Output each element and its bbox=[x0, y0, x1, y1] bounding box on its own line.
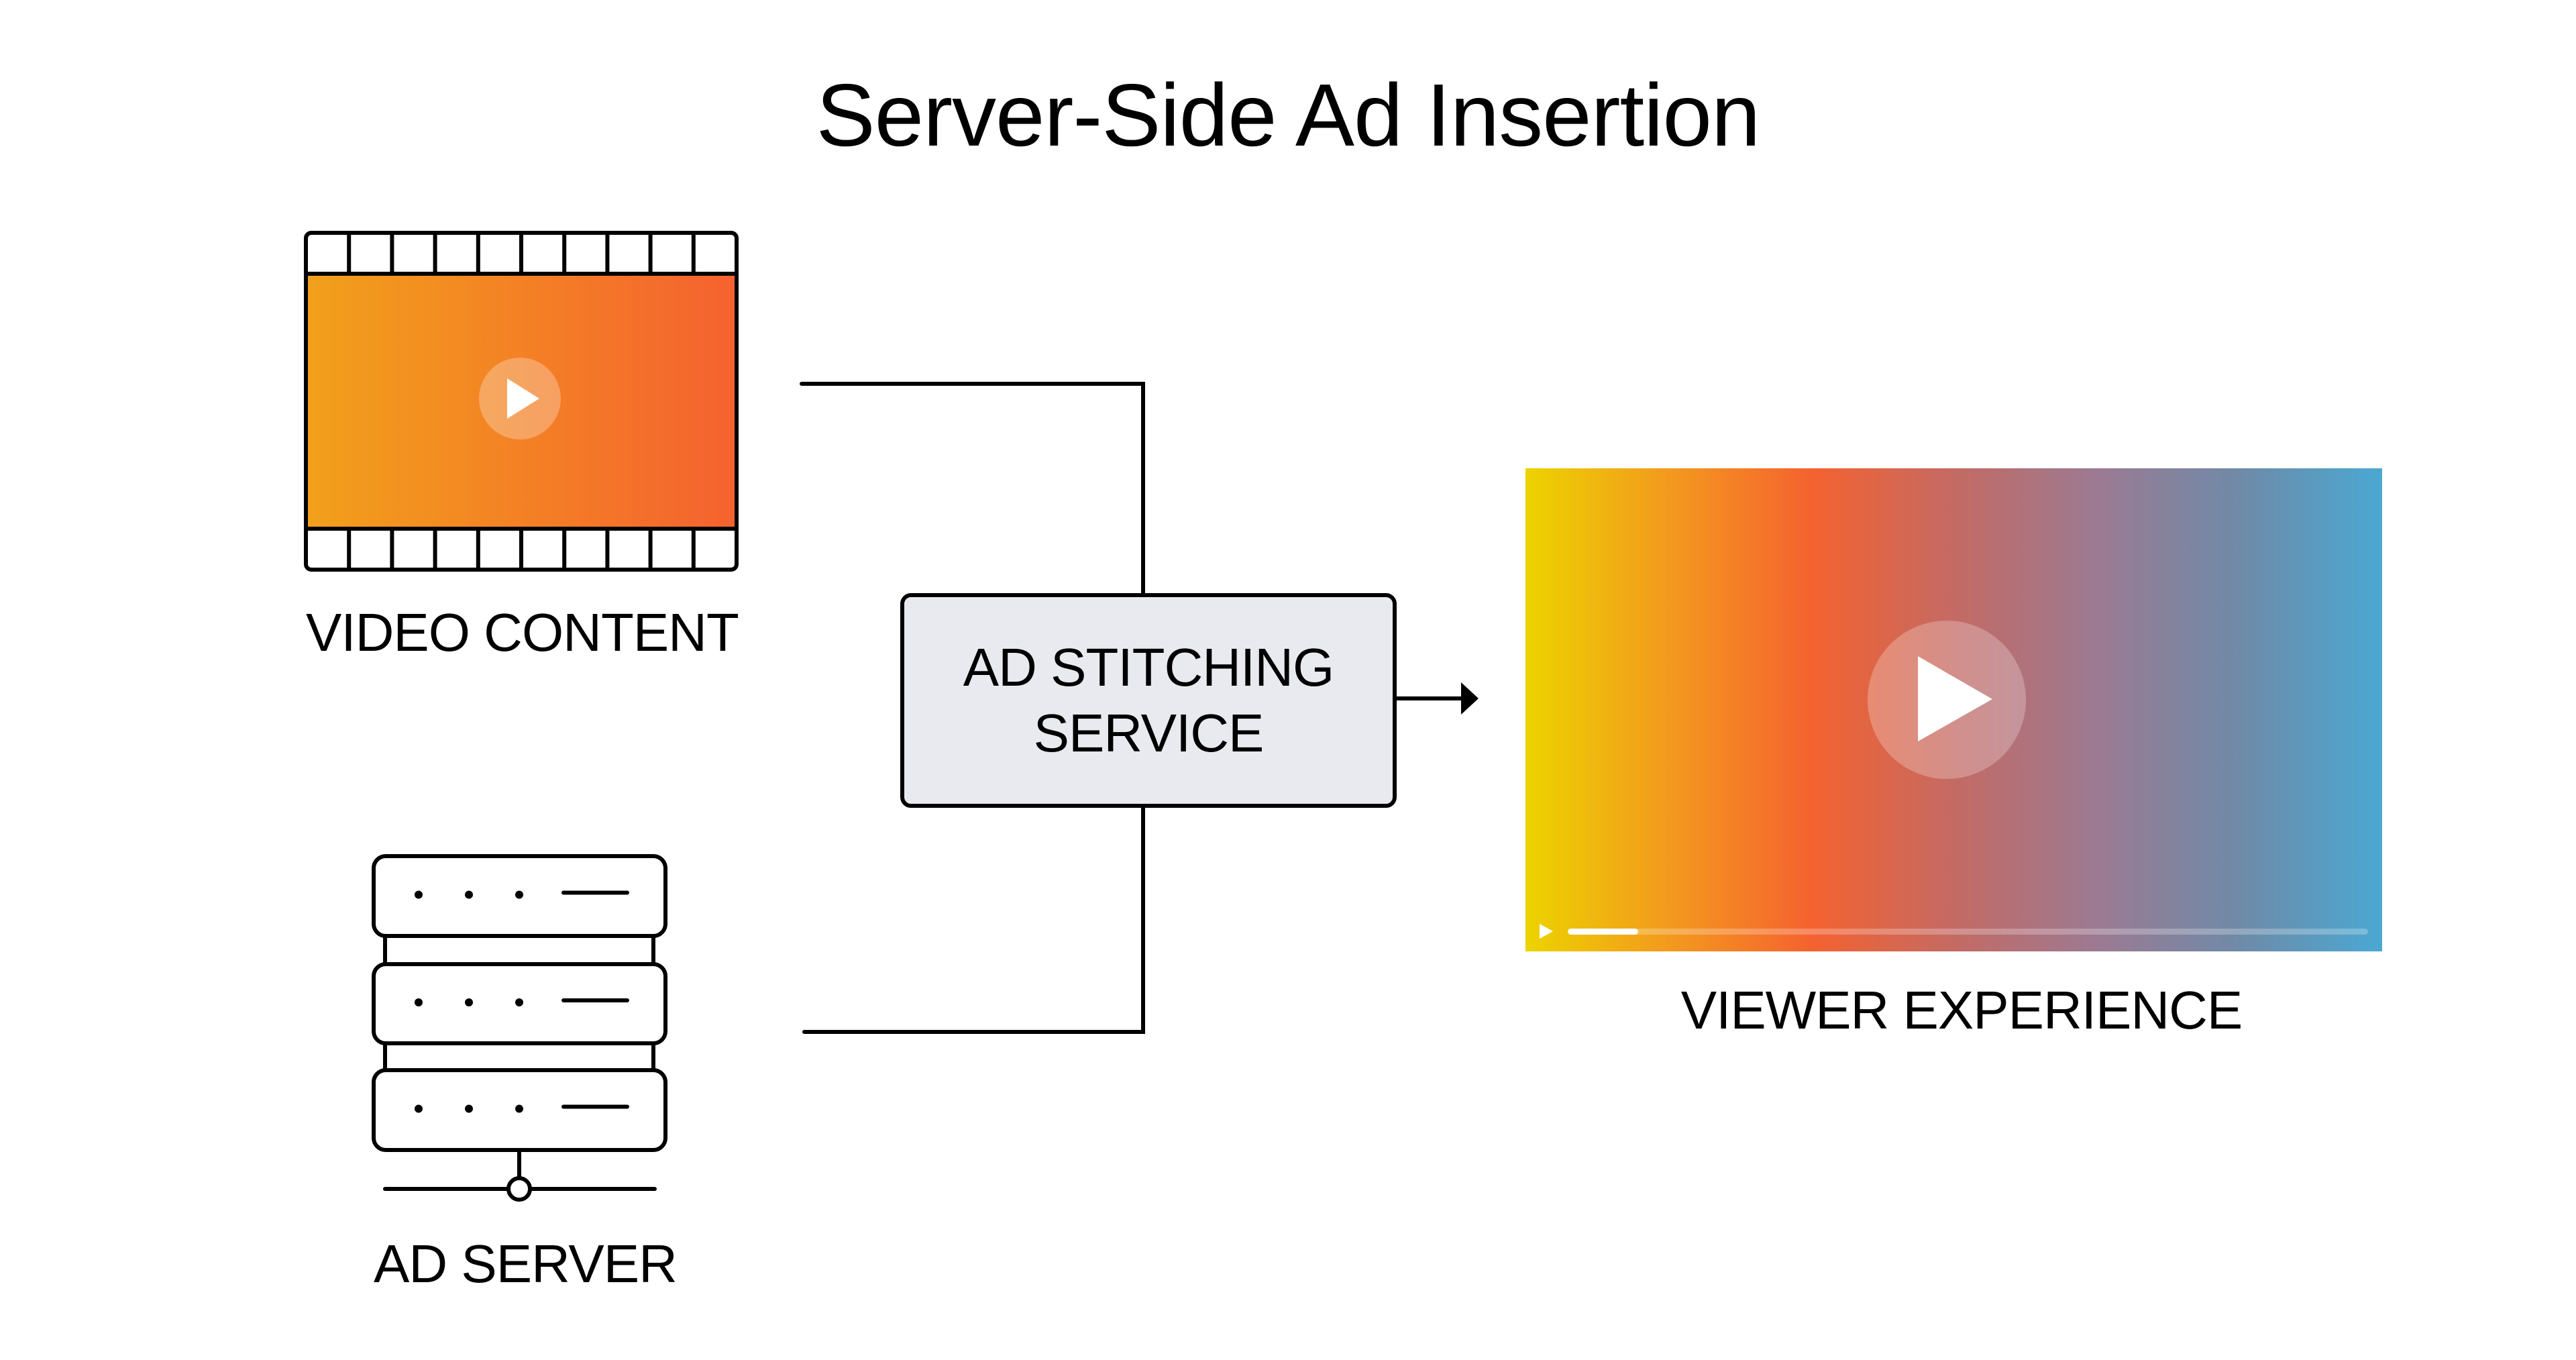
film-sprockets-bottom bbox=[347, 529, 696, 570]
video-content-label: VIDEO CONTENT bbox=[306, 603, 739, 662]
arrow-head-icon bbox=[1461, 682, 1479, 715]
status-light-icon bbox=[515, 1104, 523, 1113]
film-sprockets-top bbox=[347, 233, 696, 274]
status-light-icon bbox=[515, 998, 523, 1006]
diagram-title: Server-Side Ad Insertion bbox=[816, 66, 1761, 164]
film-strip-icon bbox=[304, 231, 739, 572]
connector-adserver-to-service bbox=[802, 806, 1145, 1034]
status-light-icon bbox=[465, 1104, 473, 1113]
play-button[interactable] bbox=[1868, 621, 2026, 779]
progress-track[interactable] bbox=[1568, 929, 2368, 935]
viewer-experience-label: VIEWER EXPERIENCE bbox=[1680, 980, 2243, 1040]
service-label-line1: AD STITCHING bbox=[963, 637, 1334, 697]
ad-stitching-service-box: AD STITCHING SERVICE bbox=[900, 593, 1397, 808]
status-light-icon bbox=[415, 998, 423, 1006]
server-rack-icon bbox=[372, 854, 667, 1202]
ad-server-label: AD SERVER bbox=[374, 1234, 678, 1294]
server-unit bbox=[372, 854, 667, 938]
arrow-service-to-viewer bbox=[1397, 682, 1479, 715]
status-light-icon bbox=[415, 890, 423, 899]
status-light-icon bbox=[515, 890, 523, 899]
play-icon bbox=[1918, 656, 1992, 741]
play-icon bbox=[479, 358, 561, 439]
status-light-icon bbox=[465, 890, 473, 899]
status-light-icon bbox=[415, 1104, 423, 1113]
status-light-icon bbox=[465, 998, 473, 1006]
server-unit bbox=[372, 1068, 667, 1152]
network-node-icon bbox=[506, 1176, 532, 1202]
small-play-icon[interactable] bbox=[1540, 924, 1553, 939]
video-player-icon bbox=[1525, 468, 2382, 951]
service-label-line2: SERVICE bbox=[1033, 703, 1265, 763]
server-unit bbox=[372, 962, 667, 1045]
progress-fill bbox=[1568, 929, 1638, 935]
connector-video-to-service bbox=[800, 382, 1145, 595]
